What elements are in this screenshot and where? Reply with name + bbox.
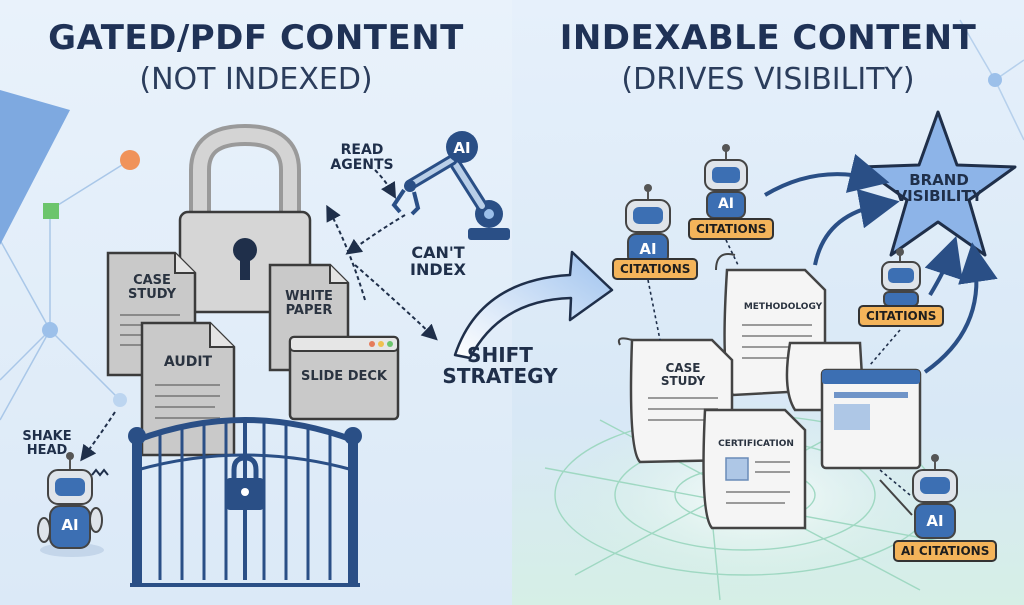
robot-right-4 bbox=[879, 454, 958, 539]
arrow-cant-index bbox=[354, 264, 438, 341]
robot-left-ai-label: AI bbox=[61, 516, 79, 534]
node-blue-2 bbox=[113, 393, 127, 407]
robot-right-1-ai-label: AI bbox=[639, 240, 657, 258]
squiggle bbox=[91, 468, 109, 477]
robot-right-4-ai-label: AI bbox=[926, 512, 944, 530]
citations-badge-2: CITATIONS bbox=[688, 218, 775, 240]
ai-citations-badge: AI CITATIONS bbox=[893, 540, 998, 562]
robot-right-2-ai-label: AI bbox=[717, 196, 735, 212]
node-right bbox=[988, 73, 1002, 87]
robot-right-1 bbox=[625, 184, 671, 265]
arm-ai-label: AI bbox=[453, 139, 471, 157]
shift-arrow bbox=[453, 250, 614, 360]
read-agents-label: READ AGENTS bbox=[330, 142, 394, 173]
robot-arm bbox=[391, 131, 510, 240]
cant-index-label: CAN'T INDEX bbox=[410, 243, 466, 279]
citations-badge-3: CITATIONS bbox=[858, 305, 945, 327]
doc-browser-right bbox=[820, 368, 922, 470]
shift-strategy-label: SHIFT STRATEGY bbox=[442, 343, 558, 388]
doc-slide-deck-left bbox=[288, 335, 400, 421]
robot-right-3 bbox=[881, 248, 921, 307]
network-lines-left bbox=[0, 159, 131, 421]
gate bbox=[128, 417, 362, 587]
node-green bbox=[43, 203, 59, 219]
doc-label-slide-deck-left: SLIDE DECK bbox=[301, 369, 387, 384]
decor-shape-left bbox=[0, 90, 70, 245]
robot-left bbox=[37, 452, 104, 557]
doc-label-case-study-left: CASE STUDY bbox=[127, 273, 177, 302]
right-subtitle: (DRIVES VISIBILITY) bbox=[621, 62, 915, 97]
right-title: INDEXABLE CONTENT bbox=[559, 18, 977, 58]
doc-label-methodology: METHODOLOGY bbox=[743, 302, 823, 312]
doc-label-white-paper-left: WHITE PAPER bbox=[285, 289, 333, 318]
gate-lock-icon bbox=[226, 455, 264, 510]
node-orange bbox=[120, 150, 140, 170]
robot-doc-connectors bbox=[647, 239, 911, 496]
arrow-arm-to-lock bbox=[345, 214, 406, 255]
left-subtitle: (NOT INDEXED) bbox=[139, 62, 373, 97]
shake-head-label: SHAKE HEAD bbox=[22, 429, 72, 458]
doc-certification-right bbox=[702, 408, 807, 530]
doc-label-case-study-right: CASE STUDY bbox=[660, 361, 706, 388]
left-title: GATED/PDF CONTENT bbox=[48, 18, 464, 58]
doc-label-audit-left: AUDIT bbox=[163, 354, 213, 370]
citations-badge-1: CITATIONS bbox=[612, 258, 699, 280]
brand-visibility-label: BRAND VISIBILITY bbox=[895, 171, 983, 205]
arrow-shake-head bbox=[80, 411, 116, 462]
doc-label-certification: CERTIFICATION bbox=[718, 439, 794, 449]
arrow-read-agents bbox=[374, 169, 397, 199]
star-arrows bbox=[763, 153, 998, 374]
node-blue-1 bbox=[42, 322, 58, 338]
